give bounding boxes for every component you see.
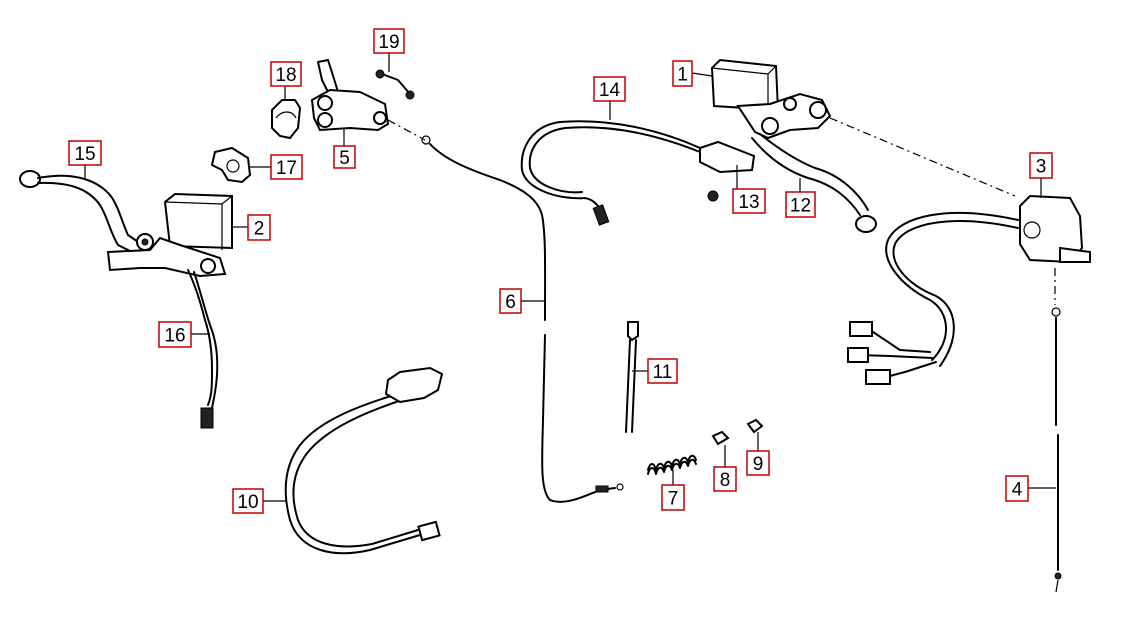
part-9-nut bbox=[746, 418, 764, 434]
callout-box bbox=[68, 140, 102, 166]
callout-box bbox=[373, 28, 405, 54]
callout-number: 2 bbox=[254, 219, 265, 240]
callout-number: 15 bbox=[74, 144, 95, 165]
callout-number: 6 bbox=[505, 292, 516, 313]
callout-number: 13 bbox=[738, 192, 759, 213]
callout-1: 1 bbox=[672, 60, 693, 87]
part-7-spring bbox=[647, 454, 697, 475]
callout-box bbox=[158, 321, 192, 348]
callout-5: 5 bbox=[333, 145, 356, 169]
part-13-brake-switch bbox=[699, 140, 756, 202]
callout-number: 4 bbox=[1012, 480, 1023, 501]
callout-3: 3 bbox=[1029, 152, 1053, 179]
callout-box bbox=[333, 145, 356, 169]
callout-number: 7 bbox=[668, 489, 679, 510]
callout-box bbox=[672, 60, 693, 87]
part-17-clamp bbox=[210, 146, 252, 184]
callout-2: 2 bbox=[247, 214, 271, 241]
callout-box bbox=[713, 466, 737, 492]
callout-4: 4 bbox=[1005, 475, 1029, 502]
part-4-throttle-cable bbox=[1051, 307, 1062, 593]
callout-box bbox=[593, 76, 626, 102]
callout-box bbox=[661, 484, 685, 511]
callout-number: 3 bbox=[1036, 157, 1047, 178]
callout-18: 18 bbox=[270, 61, 302, 87]
callout-box bbox=[1005, 475, 1029, 502]
callout-box bbox=[270, 154, 303, 180]
callout-8: 8 bbox=[713, 466, 737, 492]
part-18-clamp-half bbox=[271, 99, 302, 140]
part-6-cable bbox=[421, 135, 624, 503]
callout-10: 10 bbox=[232, 488, 264, 514]
part-14-brake-switch-wire bbox=[520, 120, 701, 226]
callout-number: 8 bbox=[720, 470, 731, 491]
callout-box bbox=[746, 450, 770, 476]
callout-box bbox=[270, 61, 302, 87]
part-3-switch-housing bbox=[847, 194, 1091, 385]
callout-9: 9 bbox=[746, 450, 770, 476]
callout-number: 17 bbox=[276, 158, 297, 179]
part-11-tie-strap bbox=[625, 321, 639, 433]
callout-number: 14 bbox=[599, 80, 621, 101]
callout-13: 13 bbox=[732, 188, 766, 214]
callout-number: 10 bbox=[237, 492, 258, 513]
part-15-left-brake-lever bbox=[19, 170, 151, 257]
part-8-cable-end bbox=[711, 430, 730, 446]
part-16-left-switch-wire bbox=[187, 269, 219, 429]
callout-14: 14 bbox=[593, 76, 626, 102]
callout-number: 1 bbox=[677, 65, 688, 86]
part-2-left-master-cylinder bbox=[106, 192, 233, 278]
callout-6: 6 bbox=[499, 288, 522, 314]
callout-16: 16 bbox=[158, 321, 192, 348]
callout-number: 11 bbox=[653, 362, 673, 383]
part-1-right-master-cylinder bbox=[710, 58, 1016, 197]
callout-17: 17 bbox=[270, 154, 303, 180]
callout-number: 12 bbox=[790, 196, 811, 217]
callout-box bbox=[499, 288, 522, 314]
callout-box bbox=[232, 488, 264, 514]
callout-box bbox=[247, 214, 271, 241]
callout-11: 11 bbox=[647, 358, 678, 384]
callout-box bbox=[647, 358, 678, 384]
callout-12: 12 bbox=[785, 191, 816, 218]
callout-box bbox=[1029, 152, 1053, 179]
callout-number: 5 bbox=[339, 148, 350, 169]
callout-box bbox=[732, 188, 766, 214]
callout-number: 9 bbox=[753, 454, 764, 475]
part-5-lever-holder bbox=[310, 59, 426, 141]
callout-box bbox=[785, 191, 816, 218]
callout-7: 7 bbox=[661, 484, 685, 511]
callout-leaders bbox=[84, 53, 1056, 502]
part-19-bolts bbox=[375, 69, 415, 100]
callout-19: 19 bbox=[373, 28, 405, 54]
callout-15: 15 bbox=[68, 140, 102, 166]
callout-number: 16 bbox=[164, 326, 185, 347]
callout-number: 18 bbox=[275, 65, 296, 86]
part-10-wire-harness bbox=[284, 366, 444, 555]
part-12-right-brake-lever bbox=[751, 133, 877, 233]
callout-number: 19 bbox=[378, 32, 399, 53]
